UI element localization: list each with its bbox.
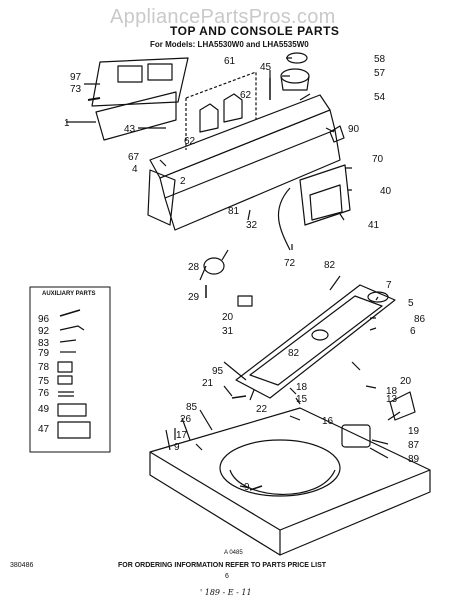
callout-15: 15 (296, 394, 308, 405)
callout-79: 79 (38, 348, 50, 359)
clip-90 (329, 125, 345, 143)
callout-17: 17 (176, 430, 188, 441)
part-85 (341, 424, 371, 448)
switch-right (223, 93, 243, 123)
callout-61: 61 (224, 56, 236, 67)
callout-83: 83 (38, 338, 50, 349)
callout-31: 31 (222, 326, 234, 337)
callout-4: 4 (132, 164, 138, 175)
lid-hinge-95 (311, 329, 329, 341)
watermark: AppliancePartsPros.com (110, 6, 336, 28)
callout-18: 18 (386, 386, 398, 397)
callout-16: 16 (322, 416, 334, 427)
callout-73: 73 (70, 84, 82, 95)
callout-58: 58 (374, 54, 386, 65)
callout-28: 28 (188, 262, 200, 273)
bracket-31 (237, 295, 253, 307)
callout-9: 9 (174, 442, 180, 453)
control-panel-back (91, 57, 189, 107)
tub-opening (219, 439, 341, 497)
console-panel (95, 91, 177, 141)
aux-part-47 (57, 403, 87, 417)
callout-7: 7 (386, 280, 392, 291)
footer-code: 380486 (10, 562, 34, 569)
callout-20: 20 (400, 376, 412, 387)
callout-48: 48 (0, 0, 12, 3)
console-frame-top (149, 94, 331, 179)
end-cap (147, 169, 176, 226)
auxiliary-parts-title: AUXILIARY PARTS (42, 291, 96, 297)
callout-67: 67 (128, 152, 140, 163)
callout-54: 54 (374, 92, 386, 103)
callout-2: 2 (180, 176, 186, 187)
callout-82: 82 (288, 348, 300, 359)
callout-43: 43 (124, 124, 136, 135)
callout-62: 62 (240, 90, 252, 101)
diagram-title: TOP AND CONSOLE PARTS (170, 24, 340, 38)
screw-73 (87, 97, 101, 101)
callout-26: 26 (180, 414, 192, 425)
callout-85: 85 (186, 402, 198, 413)
callout-78: 78 (38, 362, 50, 373)
callout-82: 82 (324, 260, 336, 271)
callout-95: 95 (212, 366, 224, 377)
callout-20: 20 (222, 312, 234, 323)
wire-harness (277, 187, 291, 251)
callout-1: 1 (64, 118, 70, 129)
panel-window-right (147, 63, 173, 81)
callout-97: 97 (70, 72, 82, 83)
callout-72: 72 (284, 258, 296, 269)
callout-87: 87 (408, 440, 420, 451)
callout-9: 9 (244, 482, 250, 493)
aux-part-75 (57, 361, 73, 373)
ordering-note: FOR ORDERING INFORMATION REFER TO PARTS … (118, 562, 327, 569)
callout-45: 45 (260, 62, 272, 73)
cabinet-top (149, 407, 431, 531)
callout-76: 76 (38, 388, 50, 399)
lid-switch (203, 257, 225, 275)
callout-70: 70 (372, 154, 384, 165)
callout-62: 62 (184, 136, 196, 147)
callout-18: 18 (296, 382, 308, 393)
callout-81: 81 (228, 206, 240, 217)
callout-49: 49 (38, 404, 50, 415)
callout-13: 13 (386, 394, 398, 405)
callout-41: 41 (368, 220, 380, 231)
model-numbers: For Models: LHA5530W0 and LHA5535W0 (150, 40, 309, 49)
callout-90: 90 (348, 124, 360, 135)
callout-47: 47 (38, 424, 50, 435)
callout-89: 89 (408, 454, 420, 465)
callout-86: 86 (414, 314, 426, 325)
callout-19: 19 (408, 426, 420, 437)
callout-5: 5 (408, 298, 414, 309)
handwritten-code: ' 189 - E - 11 (200, 588, 252, 597)
page-number: 6 (225, 573, 229, 580)
callout-40: 40 (380, 186, 392, 197)
callout-6: 6 (410, 326, 416, 337)
panel-window-left (117, 65, 143, 83)
callout-29: 29 (188, 292, 200, 303)
auxiliary-parts-box (29, 286, 111, 453)
console-frame-bottom (164, 129, 341, 231)
switch-left (199, 103, 219, 133)
callout-75: 75 (38, 376, 50, 387)
part-86 (367, 291, 389, 303)
callout-22: 22 (256, 404, 268, 415)
callout-92: 92 (38, 326, 50, 337)
callout-96: 96 (38, 314, 50, 325)
callout-32: 32 (246, 220, 258, 231)
aux-part-76 (57, 375, 73, 385)
callout-21: 21 (202, 378, 214, 389)
aux-part-48 (57, 421, 91, 439)
drawing-code: A 0485 (224, 550, 243, 556)
lid (235, 284, 396, 399)
part-87 (389, 391, 416, 421)
callout-57: 57 (374, 68, 386, 79)
timer-box (299, 164, 351, 226)
